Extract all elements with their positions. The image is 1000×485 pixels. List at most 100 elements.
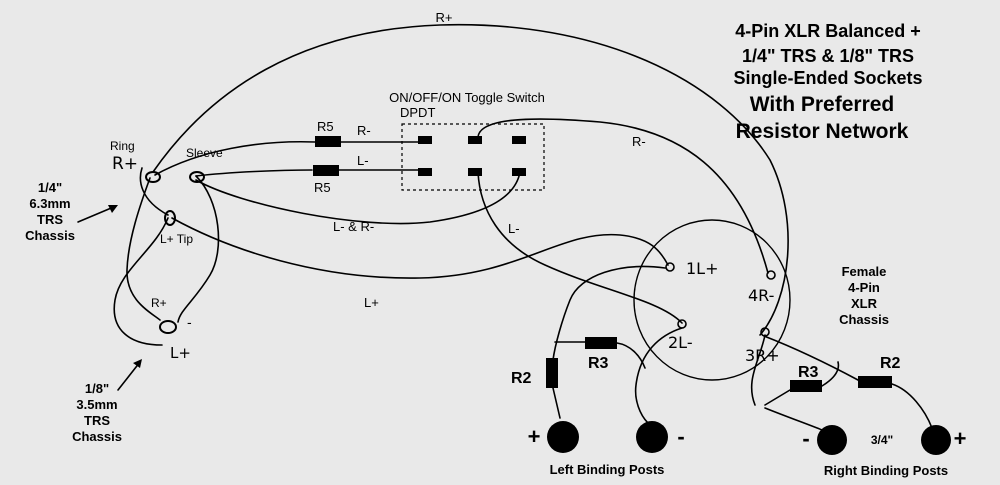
switch-type-label: DPDT: [400, 105, 435, 120]
resistor-r3-left: [585, 337, 617, 349]
switch-terminal: [418, 136, 432, 144]
resistor-r5-bottom-label: R5: [314, 180, 331, 195]
switch-outline: [401, 123, 545, 191]
right-minus-sign: -: [802, 426, 809, 451]
wire-r-minus-ring: [154, 140, 316, 176]
resistor-r5-top-label: R5: [317, 119, 334, 134]
wire-l-and-r-minus: [195, 171, 521, 225]
quarter-size: 1/4": [38, 180, 62, 195]
title-line-3: Single-Ended Sockets: [733, 68, 922, 88]
wire-left-r3-right: [616, 342, 646, 369]
ring-lug: [145, 171, 161, 183]
right-plus-sign: +: [954, 426, 967, 451]
quarter-arrowhead: [108, 205, 118, 213]
tip-lug: [164, 210, 176, 226]
xlr-pin-2: [677, 319, 687, 329]
resistor-r3-right-label: R3: [798, 364, 819, 381]
right-minus-post: [817, 425, 847, 455]
wire-labels: R+ R- R- L- L- L- & R- L+: [333, 10, 646, 310]
wire-sleeve-to-eighth: [177, 175, 220, 323]
label-l-minus-down: L-: [508, 221, 520, 236]
resistor-r2-right-label: R2: [880, 355, 901, 372]
label-r-minus-right: R-: [632, 134, 646, 149]
quarter-arrow: [77, 205, 117, 223]
wires: [113, 23, 933, 431]
right-binding-posts: - 3/4" + Right Binding Posts: [802, 425, 966, 478]
wire-r-minus-xlr: [477, 118, 769, 274]
wire-r-plus: [152, 23, 789, 336]
eighth-mm: 3.5mm: [76, 397, 117, 412]
wire-l-plus: [171, 217, 669, 279]
label-l-minus: L-: [357, 153, 369, 168]
eighth-size: 1/8": [85, 381, 109, 396]
sleeve-label: Sleeve: [186, 146, 223, 160]
quarter-inch-trs-jack: Ring R+ Sleeve L+ Tip 1/4" 6.3mm TRS Cha…: [25, 139, 223, 246]
xlr-pin-4-label: 4R-: [748, 286, 774, 305]
left-binding-posts: + - Left Binding Posts: [528, 421, 685, 477]
wire-right-minus-post: [764, 407, 823, 431]
resistor-r5-bottom: [313, 165, 339, 176]
ring-label: Ring: [110, 139, 135, 153]
xlr-pin-3: [760, 327, 770, 337]
resistor-r2-left: [546, 358, 558, 388]
title-line-1: 4-Pin XLR Balanced +: [735, 21, 921, 41]
xlr-outline: [633, 219, 791, 381]
xlr-pin-1: [665, 262, 675, 272]
left-minus-sign: -: [677, 424, 684, 449]
xlr-label-3: XLR: [851, 296, 878, 311]
resistor-r5-top: [315, 136, 341, 147]
sleeve-lug: [189, 171, 205, 183]
label-l-plus: L+: [364, 295, 379, 310]
wire-left-minus-post: [634, 327, 683, 424]
wire-tip-to-eighth: [113, 167, 169, 346]
label-r-plus: R+: [436, 10, 453, 25]
eighth-l-plus: L+: [170, 344, 191, 362]
wire-l-minus-xlr: [477, 171, 683, 324]
eighth-inch-trs-jack: R+ - L+ 1/8" 3.5mm TRS Chassis: [72, 296, 192, 444]
eighth-jack-body: [159, 320, 177, 334]
resistor-r2-right: [858, 376, 892, 388]
quarter-type: TRS: [37, 212, 63, 227]
resistor-r3-left-label: R3: [588, 355, 609, 372]
ring-mark: R+: [112, 154, 138, 174]
left-minus-post: [636, 421, 668, 453]
diagram-title: 4-Pin XLR Balanced + 1/4" TRS & 1/8" TRS…: [733, 21, 922, 143]
label-l-and-r-minus: L- & R-: [333, 219, 374, 234]
wire-left-r2-post: [552, 387, 561, 419]
xlr-pin-2-label: 2L-: [668, 333, 693, 352]
title-line-5: Resistor Network: [736, 120, 909, 143]
eighth-arrowhead: [133, 359, 142, 368]
resistors: R5 R5 R3 R2 R3 R2: [313, 119, 901, 392]
title-line-4: With Preferred: [750, 93, 895, 116]
wire-right-r2: [763, 335, 859, 381]
xlr-label-4: Chassis: [839, 312, 889, 327]
switch-terminal: [418, 168, 432, 176]
wire-right-r2-post: [891, 383, 933, 429]
switch-terminal: [468, 168, 482, 176]
left-plus-sign: +: [528, 424, 541, 449]
switch-terminal: [468, 136, 482, 144]
title-line-2: 1/4" TRS & 1/8" TRS: [742, 46, 914, 66]
eighth-minus: -: [187, 314, 192, 330]
eighth-chassis: Chassis: [72, 429, 122, 444]
toggle-switch: ON/OFF/ON Toggle Switch DPDT: [389, 90, 545, 191]
right-plus-post: [921, 425, 951, 455]
xlr-label-1: Female: [842, 264, 887, 279]
quarter-chassis: Chassis: [25, 228, 75, 243]
xlr-female-chassis: 1L+ 2L- 3R+ 4R- Female 4-Pin XLR Chassis: [633, 219, 889, 381]
label-r-minus: R-: [357, 123, 371, 138]
right-spacing-label: 3/4": [871, 433, 893, 447]
left-plus-post: [547, 421, 579, 453]
resistor-r2-left-label: R2: [511, 370, 532, 387]
wire-right-r3: [750, 334, 791, 406]
wire-ring-to-eighth: [126, 177, 161, 321]
switch-label: ON/OFF/ON Toggle Switch: [389, 90, 545, 105]
quarter-mm: 6.3mm: [29, 196, 70, 211]
eighth-r-plus: R+: [151, 296, 167, 310]
left-posts-label: Left Binding Posts: [550, 462, 665, 477]
wire-l-minus-sleeve: [195, 169, 313, 177]
xlr-pin-3-label: 3R+: [745, 346, 780, 365]
xlr-label-2: 4-Pin: [848, 280, 880, 295]
resistor-r3-right: [790, 380, 822, 392]
